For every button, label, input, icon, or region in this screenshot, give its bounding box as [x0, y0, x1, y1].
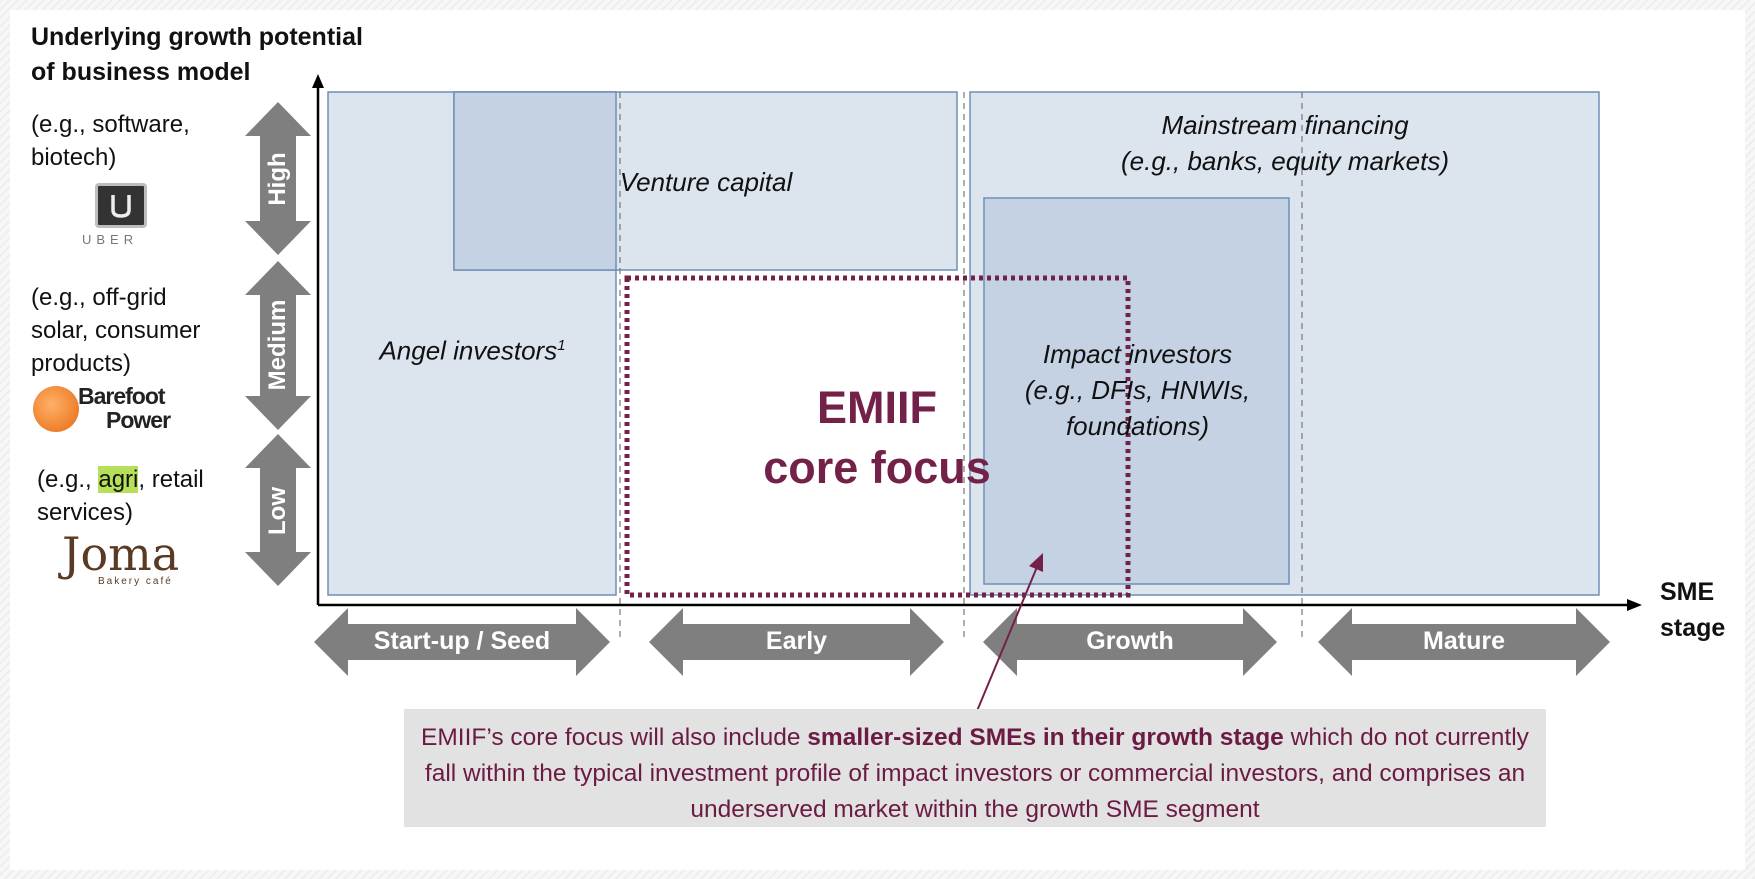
emiif-core-focus-box [624, 275, 1131, 598]
stage-arrow-early [649, 608, 944, 676]
stage-label-growth: Growth [1086, 627, 1174, 655]
core-focus-line2: core focus [763, 442, 991, 493]
venture-angel-overlap [453, 91, 617, 271]
angel-investors-label: Angel investors1 [340, 328, 605, 369]
note-callout-box: EMIIF’s core focus will also include sma… [404, 709, 1546, 827]
note-text-bold: smaller-sized SMEs in their growth stage [807, 724, 1284, 751]
impact-investors-label: Impact investors (e.g., DFIs, HNWIs, fou… [1000, 336, 1275, 444]
stage-label-early: Early [765, 627, 828, 655]
medium-level-arrow [245, 261, 311, 430]
y-axis-arrowhead [312, 74, 324, 88]
impact-investors-box [983, 197, 1290, 585]
uber-logo-text: UBER [82, 232, 139, 247]
low-example-text: (e.g., agri, retail services) [37, 463, 204, 529]
stage-arrow-seed [314, 608, 610, 676]
high-example-text: (e.g., software, biotech) [31, 108, 190, 174]
stage-label-mature: Mature [1423, 627, 1505, 655]
joma-logo: Joma [62, 527, 180, 581]
stage-label-seed: Start-up / Seed [373, 627, 551, 655]
y-axis-title: Underlying growth potential of business … [31, 20, 363, 90]
low-level-arrow [245, 434, 311, 586]
joma-logo-sub: Bakery café [98, 576, 173, 587]
emiif-core-focus-label: EMIIF core focus [737, 378, 1017, 498]
x-axis-arrowhead [1627, 599, 1642, 611]
high-example-line2: biotech) [31, 144, 117, 171]
low-example-suffix: , retail [138, 466, 204, 493]
uber-logo-icon [95, 183, 147, 228]
note-text-part1: EMIIF’s core focus will also include [421, 724, 808, 751]
level-label-medium: Medium [264, 299, 291, 391]
barefoot-logo-line1: Barefoot [78, 383, 166, 409]
mainstream-financing-label: Mainstream financing (e.g., banks, equit… [1085, 107, 1485, 179]
level-label-high: High [264, 152, 291, 206]
medium-example-text: (e.g., off-grid solar, consumer products… [31, 281, 200, 380]
high-example-line1: (e.g., software, [31, 111, 190, 138]
angel-investors-text: Angel investors [379, 335, 558, 366]
barefoot-power-logo: Barefoot Power [66, 383, 171, 433]
x-axis-title-line1: SME [1660, 578, 1715, 606]
y-axis-title-line1: Underlying growth potential [31, 23, 363, 51]
low-example-line2: services) [37, 499, 134, 526]
barefoot-logo-line2: Power [106, 407, 171, 433]
angel-footnote: 1 [557, 337, 566, 354]
callout-pointer-arrowhead [1029, 553, 1043, 572]
x-axis-title: SME stage [1660, 574, 1725, 646]
note-text-part2: which do not currently fall within the t… [424, 724, 1529, 823]
barefoot-power-logo-icon [33, 386, 79, 432]
stage-arrow-mature [1318, 608, 1610, 676]
level-label-low: Low [264, 487, 291, 535]
impact-line3: foundations) [1065, 411, 1210, 441]
agri-highlight: agri [98, 466, 139, 493]
medium-example-line2: solar, consumer [31, 317, 201, 344]
low-example-prefix: (e.g., [37, 466, 99, 493]
medium-example-line1: (e.g., off-grid [31, 284, 167, 311]
medium-example-line3: products) [31, 350, 132, 377]
impact-line1: Impact investors [1042, 339, 1233, 369]
stage-arrow-growth [983, 608, 1277, 676]
venture-capital-label: Venture capital [619, 167, 793, 197]
low-example-line1: (e.g., agri, retail [37, 463, 204, 496]
core-focus-line1: EMIIF [817, 382, 937, 433]
uber-logo [95, 183, 147, 228]
y-axis-title-line2: of business model [31, 58, 251, 86]
mainstream-line2: (e.g., banks, equity markets) [1120, 146, 1450, 176]
mainstream-line1: Mainstream financing [1161, 110, 1409, 140]
x-axis-title-line2: stage [1660, 614, 1726, 642]
high-level-arrow [245, 102, 311, 255]
callout-pointer-line [976, 566, 1038, 712]
impact-line2: (e.g., DFIs, HNWIs, [1024, 375, 1251, 405]
